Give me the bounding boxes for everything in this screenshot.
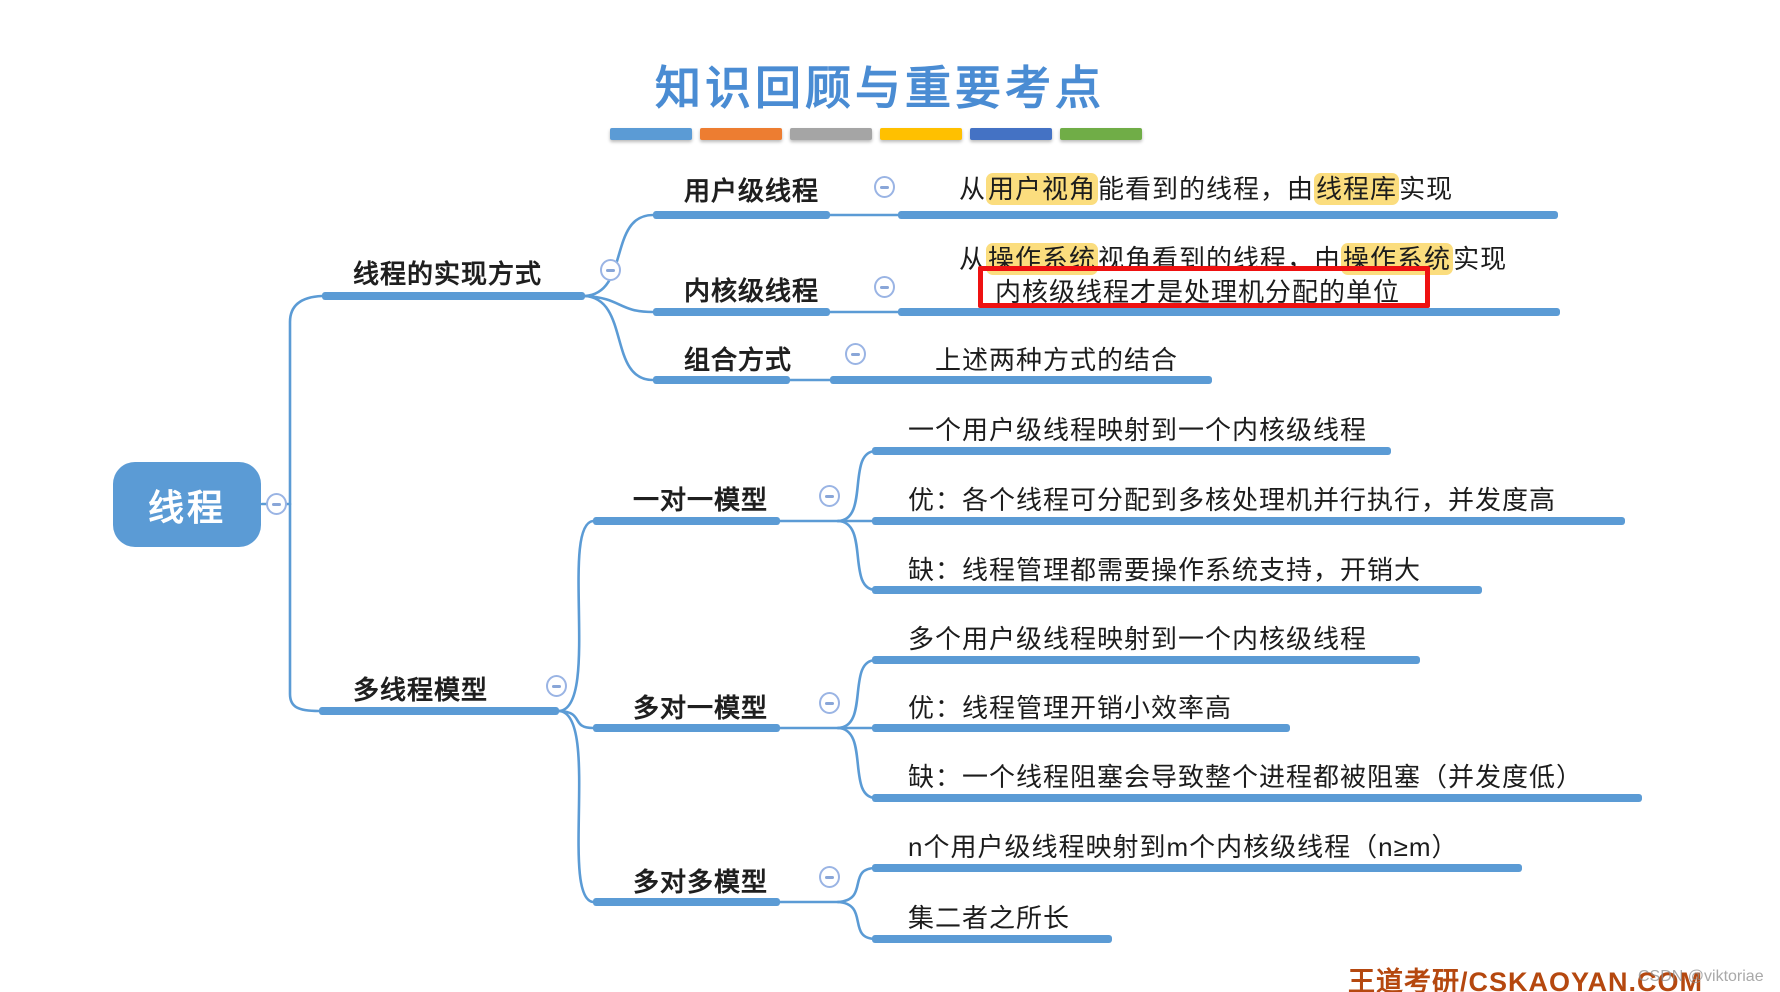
branch-line xyxy=(593,898,780,906)
collapse-icon[interactable] xyxy=(546,675,567,697)
legend-bar xyxy=(700,128,782,140)
legend-bar xyxy=(790,128,872,140)
branch-line xyxy=(872,724,1290,732)
leaf-many-to-many-point: n个用户级线程映射到m个内核级线程（n≥m） xyxy=(908,832,1459,862)
minus-dash xyxy=(606,268,615,272)
branch-line xyxy=(653,211,830,219)
plain-text: 从 xyxy=(959,174,987,204)
minus-dash xyxy=(880,285,889,289)
plain-text: 实现 xyxy=(1453,244,1508,274)
minus-dash xyxy=(272,502,281,506)
branch-line xyxy=(653,376,790,384)
branch-line xyxy=(830,376,1212,384)
plain-text: 实现 xyxy=(1399,174,1454,204)
collapse-icon[interactable] xyxy=(819,866,840,888)
branch-line xyxy=(898,308,1560,316)
branch-impl-label: 线程的实现方式 xyxy=(353,259,543,289)
branch-models-label: 多线程模型 xyxy=(353,675,489,705)
leaf-user-thread-desc: 从用户视角能看到的线程，由线程库实现 xyxy=(959,169,1453,206)
minus-dash xyxy=(851,352,860,356)
leaf-many-to-many-point: 集二者之所长 xyxy=(908,903,1071,933)
collapse-icon[interactable] xyxy=(845,343,866,365)
branch-line xyxy=(872,656,1420,664)
node-many-to-many-label: 多对多模型 xyxy=(633,867,769,897)
branch-line xyxy=(872,447,1391,455)
minus-dash xyxy=(552,684,561,688)
leaf-one-to-one-point: 缺：线程管理都需要操作系统支持，开销大 xyxy=(908,555,1422,585)
collapse-icon[interactable] xyxy=(874,276,895,298)
branch-line xyxy=(872,864,1522,872)
red-emphasis-box xyxy=(978,266,1430,308)
leaf-many-to-one-point: 缺：一个线程阻塞会导致整个进程都被阻塞（并发度低） xyxy=(908,762,1584,792)
collapse-icon[interactable] xyxy=(600,259,621,281)
minus-dash xyxy=(825,875,834,879)
node-kernel-thread-label: 内核级线程 xyxy=(684,276,820,306)
minus-dash xyxy=(880,185,889,189)
leaf-many-to-one-point: 优：线程管理开销小效率高 xyxy=(908,693,1233,723)
branch-line xyxy=(322,292,585,300)
node-one-to-one-label: 一对一模型 xyxy=(633,485,769,515)
branch-line xyxy=(872,517,1625,525)
branch-line xyxy=(898,211,1558,219)
leaf-many-to-one-point: 多个用户级线程映射到一个内核级线程 xyxy=(908,624,1368,654)
collapse-icon[interactable] xyxy=(819,485,840,507)
legend-bar xyxy=(610,128,692,140)
watermark-brand: 王道考研/CSKAOYAN.COM xyxy=(1348,967,1704,992)
minus-dash xyxy=(825,494,834,498)
leaf-one-to-one-point: 优：各个线程可分配到多核处理机并行执行，并发度高 xyxy=(908,485,1557,515)
leaf-kernel-thread-desc-line2: 内核级线程才是处理机分配的单位 xyxy=(995,277,1401,307)
legend-bar xyxy=(1060,128,1142,140)
legend-bar xyxy=(880,128,962,140)
root-node-thread: 线程 xyxy=(113,462,261,547)
legend-bars xyxy=(610,128,1150,140)
minus-dash xyxy=(825,701,834,705)
highlighted-text: 线程库 xyxy=(1314,173,1400,205)
legend-bar xyxy=(970,128,1052,140)
highlighted-text: 用户视角 xyxy=(986,173,1099,205)
branch-line xyxy=(653,308,830,316)
branch-line xyxy=(872,935,1112,943)
node-combo-label: 组合方式 xyxy=(684,345,793,375)
leaf-one-to-one-point: 一个用户级线程映射到一个内核级线程 xyxy=(908,415,1368,445)
root-node-label: 线程 xyxy=(147,486,226,528)
branch-line xyxy=(593,724,780,732)
collapse-icon[interactable] xyxy=(819,692,840,714)
branch-line xyxy=(319,707,559,715)
branch-line xyxy=(872,586,1482,594)
watermark-overlay: CSDN @viktoriae xyxy=(1638,968,1764,985)
collapse-icon[interactable] xyxy=(266,493,287,515)
plain-text: 能看到的线程，由 xyxy=(1098,174,1315,204)
page-title: 知识回顾与重要考点 xyxy=(655,63,1105,114)
branch-line xyxy=(872,794,1642,802)
node-user-thread-label: 用户级线程 xyxy=(684,176,820,206)
collapse-icon[interactable] xyxy=(874,176,895,198)
node-many-to-one-label: 多对一模型 xyxy=(633,693,769,723)
leaf-combo-desc: 上述两种方式的结合 xyxy=(935,345,1179,375)
branch-line xyxy=(593,517,780,525)
